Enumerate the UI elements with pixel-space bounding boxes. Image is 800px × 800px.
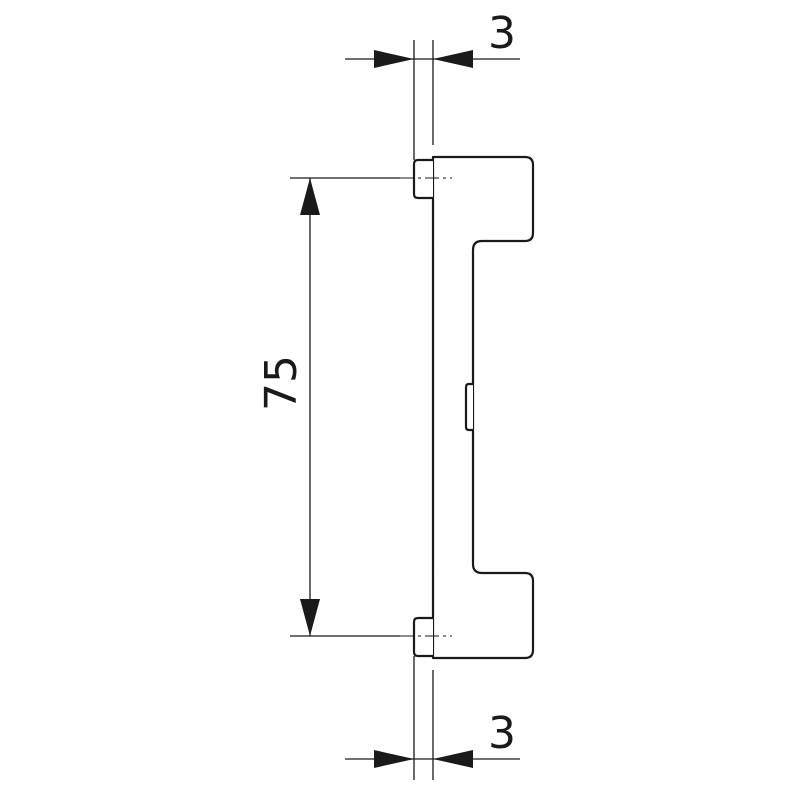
handle-part xyxy=(412,155,535,660)
bottom-offset-label: 3 xyxy=(488,708,516,759)
height-arrow-top xyxy=(300,178,320,215)
top-pin xyxy=(412,158,433,200)
top-arrow-right xyxy=(433,50,473,68)
bottom-arrow-left xyxy=(374,750,414,768)
height-dimension: 75 xyxy=(256,178,320,636)
top-arrow-left xyxy=(374,50,414,68)
handle-body-outline xyxy=(431,155,535,660)
bottom-offset-dimension: 3 xyxy=(345,656,520,780)
notch xyxy=(464,382,473,432)
top-offset-dimension: 3 xyxy=(345,8,520,160)
bottom-arrow-right xyxy=(433,750,473,768)
top-offset-label: 3 xyxy=(488,8,516,59)
bottom-pin xyxy=(412,616,433,658)
height-dimension-label: 75 xyxy=(256,355,307,411)
height-arrow-bottom xyxy=(300,599,320,636)
